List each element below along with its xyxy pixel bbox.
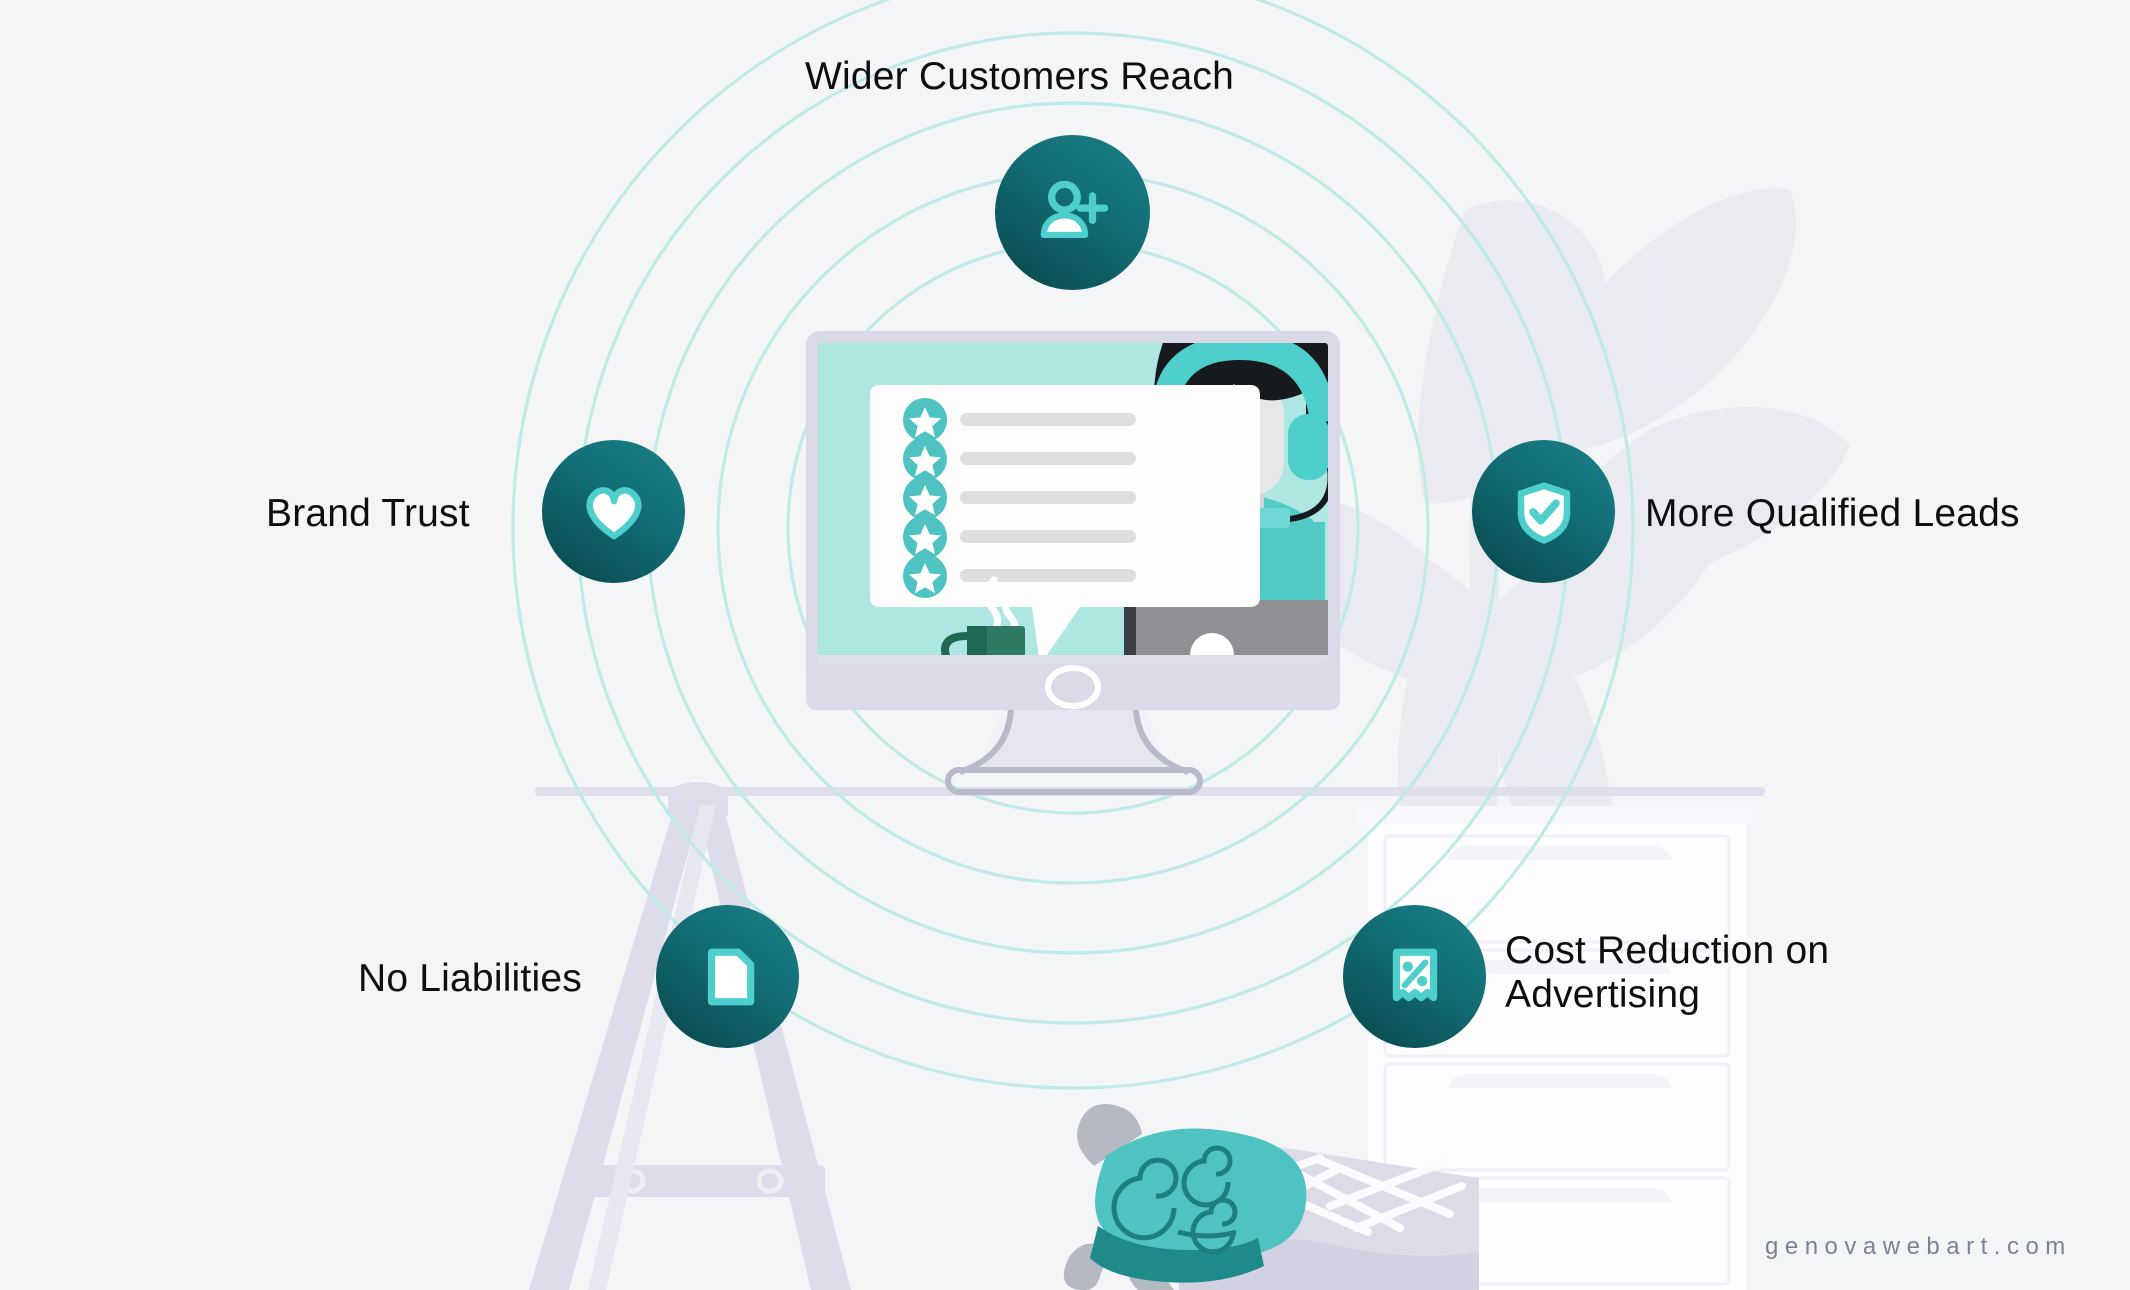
user-plus-icon xyxy=(1040,180,1108,238)
shield-check-icon xyxy=(1517,481,1570,544)
badge-no-liabilities[interactable] xyxy=(656,905,799,1048)
review-stars-and-lines xyxy=(903,398,1136,598)
badge-wider-customers-reach[interactable] xyxy=(995,135,1150,290)
monitor-stand xyxy=(945,689,1203,795)
label-no-liabilities: No Liabilities xyxy=(358,957,582,1000)
label-brand-trust: Brand Trust xyxy=(266,492,470,535)
label-wider-customers-reach: Wider Customers Reach xyxy=(805,55,1234,98)
document-icon xyxy=(707,948,754,1005)
heart-icon xyxy=(585,486,642,539)
turtle-toy xyxy=(1063,1104,1307,1290)
badge-more-qualified-leads[interactable] xyxy=(1472,440,1615,583)
watermark: genovawebart.com xyxy=(1765,1233,2072,1260)
label-cost-reduction-on-advertising: Cost Reduction on Advertising xyxy=(1505,929,1830,1016)
label-more-qualified-leads: More Qualified Leads xyxy=(1645,492,2020,535)
badge-cost-reduction-on-advertising[interactable] xyxy=(1343,905,1486,1048)
badge-brand-trust[interactable] xyxy=(542,440,685,583)
receipt-percent-icon xyxy=(1392,948,1437,1001)
